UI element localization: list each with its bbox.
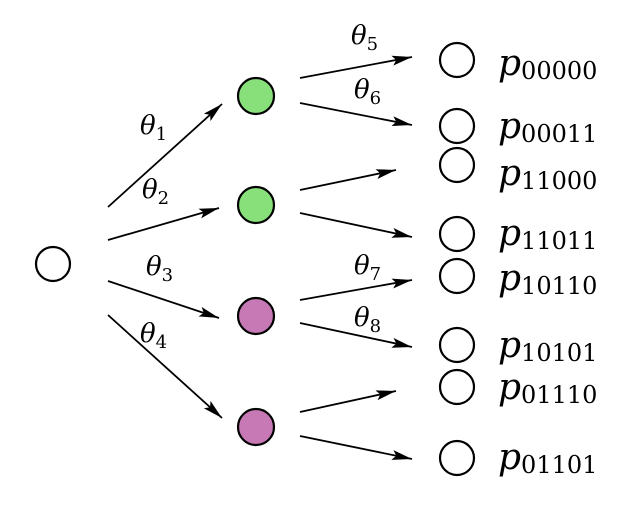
labels-layer: θ1 θ2 θ3 θ4 θ5 θ6 θ7 θ8 p00000 p00011 p11000 p11011…	[140, 21, 597, 479]
leaf-label-11000: p11000	[498, 153, 597, 195]
edge-mid4-leaf7	[299, 390, 397, 413]
leaf-label-10110: p10110	[498, 258, 597, 300]
leaf-label-00011: p00011	[498, 106, 597, 148]
mid-node-2	[236, 185, 276, 225]
root-node	[34, 245, 72, 283]
edge-mid1-leaf2	[299, 102, 413, 127]
leaf-node-01101	[438, 439, 476, 477]
edge-root-mid3	[107, 280, 220, 319]
leaf-node-11011	[438, 215, 476, 253]
theta-label-7: θ7	[354, 251, 381, 285]
leaf-node-00011	[438, 107, 476, 145]
leaf-node-11000	[438, 146, 476, 184]
theta-label-6: θ6	[354, 75, 381, 109]
edge-mid3-leaf6	[299, 322, 413, 348]
edges-layer	[107, 55, 413, 460]
edge-root-mid4	[107, 314, 223, 419]
mid-node-1	[236, 76, 276, 116]
edge-root-mid2	[107, 207, 220, 241]
leaf-label-00000: p00000	[498, 43, 597, 85]
theta-label-1: θ1	[140, 111, 167, 145]
edge-mid3-leaf5	[299, 278, 413, 301]
edge-root-mid1	[107, 103, 223, 208]
theta-label-2: θ2	[142, 175, 169, 209]
theta-label-4: θ4	[140, 319, 167, 353]
theta-label-8: θ8	[354, 303, 381, 337]
leaf-node-10101	[438, 326, 476, 364]
edge-mid2-leaf3	[299, 169, 397, 191]
theta-label-3: θ3	[146, 252, 173, 286]
leaf-node-00000	[438, 41, 476, 79]
leaf-label-10101: p10101	[498, 325, 597, 367]
edge-mid1-leaf1	[299, 55, 413, 79]
mid-node-3	[236, 296, 276, 336]
leaf-node-01110	[438, 368, 476, 406]
mid-node-4	[236, 407, 276, 447]
leaf-label-01101: p01101	[498, 437, 597, 479]
edge-mid2-leaf4	[299, 212, 413, 238]
leaf-node-10110	[438, 257, 476, 295]
leaf-label-01110: p01110	[498, 367, 597, 409]
edge-mid4-leaf8	[299, 435, 413, 460]
theta-label-5: θ5	[351, 21, 378, 55]
nodes-layer	[34, 41, 476, 477]
leaf-label-11011: p11011	[498, 213, 597, 255]
